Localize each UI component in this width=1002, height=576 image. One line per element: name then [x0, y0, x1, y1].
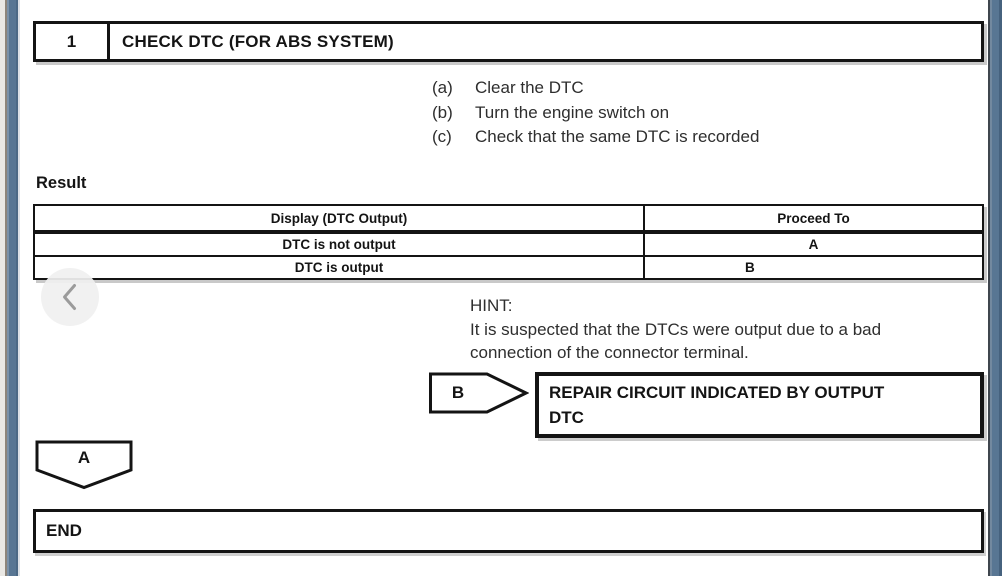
row-rule — [35, 255, 982, 257]
step-number: 1 — [36, 24, 110, 59]
step-letter: (b) — [432, 102, 453, 122]
step-title: CHECK DTC (FOR ABS SYSTEM) — [122, 31, 394, 51]
cell-proceed-value: B — [745, 260, 755, 275]
cell-display-value: DTC is not output — [35, 234, 645, 255]
repair-action-line: DTC — [549, 408, 584, 427]
step-header-box: 1 CHECK DTC (FOR ABS SYSTEM) — [33, 21, 984, 62]
back-button[interactable] — [41, 268, 99, 326]
result-heading: Result — [36, 174, 87, 192]
down-arrow-pennant-shape — [35, 440, 133, 490]
cell-proceed-value: A — [808, 237, 819, 252]
window-left-rail — [0, 0, 20, 576]
result-table: Display (DTC Output) Proceed To DTC is n… — [33, 204, 984, 280]
header-double-rule — [35, 230, 982, 234]
step-text: Check that the same DTC is recorded — [475, 127, 760, 147]
column-header-proceed-to: Proceed To — [777, 210, 850, 226]
hint-line: connection of the connector terminal. — [470, 343, 749, 362]
step-letter: (a) — [432, 78, 453, 97]
procedure-step: (a) Clear the DTC — [432, 76, 759, 101]
chevron-left-icon — [63, 284, 76, 310]
repair-action-line: REPAIR CIRCUIT INDICATED BY OUTPUT — [549, 383, 885, 402]
connector-b: B — [429, 372, 530, 414]
repair-action-box: REPAIR CIRCUIT INDICATED BY OUTPUT DTC — [535, 372, 984, 438]
connector-a-label: A — [77, 448, 91, 467]
connector-a: A — [35, 440, 133, 490]
step-text: Turn the engine switch on — [475, 102, 670, 122]
column-header-display: Display (DTC Output) — [35, 206, 645, 230]
right-arrow-pennant-shape — [429, 372, 530, 414]
step-text: Clear the DTC — [475, 78, 584, 97]
connector-b-label: B — [451, 383, 465, 402]
cell-display-value: DTC is output — [35, 257, 645, 278]
procedure-step: (c) Check that the same DTC is recorded — [432, 125, 759, 150]
table-row: DTC is not output A — [35, 234, 982, 255]
window-right-rail — [988, 0, 1002, 576]
hint-line: It is suspected that the DTCs were outpu… — [470, 319, 882, 339]
procedure-step: (b) Turn the engine switch on — [432, 101, 759, 126]
end-label: END — [46, 521, 82, 540]
procedure-steps: (a) Clear the DTC (b) Turn the engine sw… — [432, 76, 759, 150]
table-row: DTC is output B — [35, 257, 982, 278]
end-box: END — [33, 509, 984, 553]
result-table-header-row: Display (DTC Output) Proceed To — [35, 206, 982, 230]
step-letter: (c) — [432, 127, 452, 147]
hint-block: HINT: It is suspected that the DTCs were… — [470, 294, 881, 365]
hint-title: HINT: — [470, 296, 513, 315]
